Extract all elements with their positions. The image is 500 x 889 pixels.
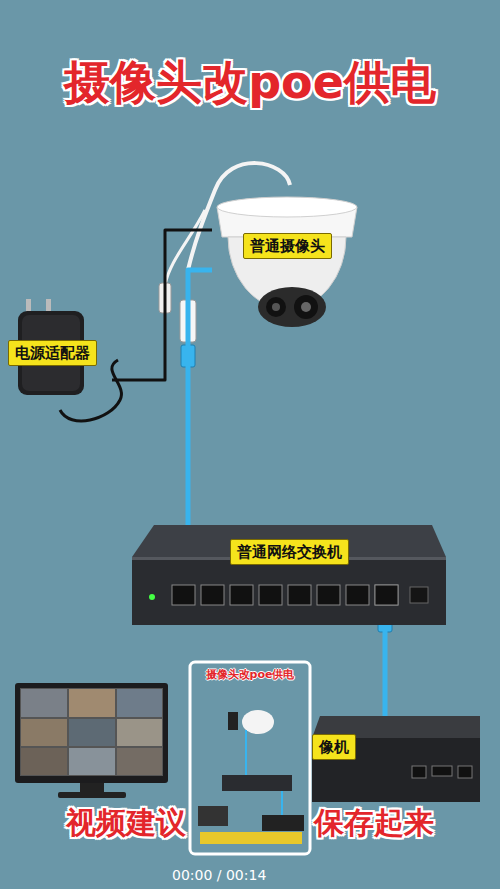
thumbnail-title: 摄像头改poe供电: [190, 668, 310, 682]
recorder-node: 像机: [312, 716, 480, 802]
playback-time: 00:00 / 00:14: [172, 866, 266, 884]
cable-connector: [383, 625, 388, 716]
title: 摄像头改poe供电: [0, 54, 500, 110]
bottom-caption: 保存起来: [314, 804, 434, 842]
device-label: 电源适配器: [8, 340, 97, 366]
cable-connector: [188, 270, 212, 525]
device-label: 普通摄像头: [243, 233, 332, 259]
switch-node: 普通网络交换机: [132, 525, 446, 625]
adapter-node: 电源适配器: [12, 295, 112, 410]
bottom-caption: 视频建议: [66, 804, 186, 842]
device-label: 普通网络交换机: [230, 539, 349, 565]
camera-node: 普通摄像头: [212, 185, 362, 340]
device-shape: [212, 185, 362, 340]
device-label: 像机: [312, 734, 356, 760]
cable-connector: [112, 230, 212, 380]
